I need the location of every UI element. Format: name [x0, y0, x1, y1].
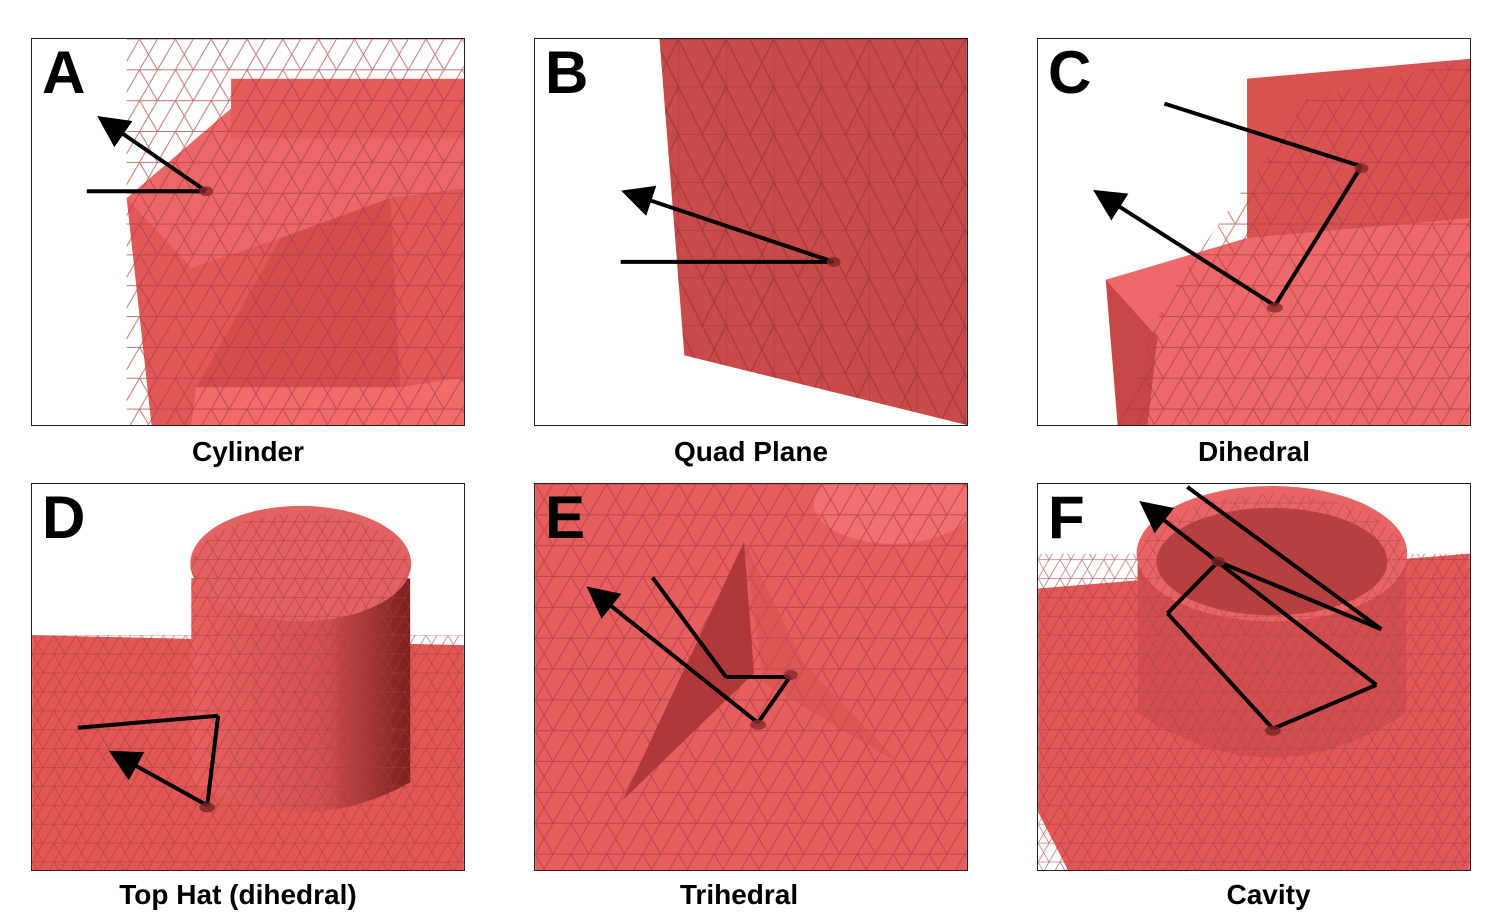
panel-a: A	[31, 38, 465, 426]
panel-c-illustration	[1093, 58, 1470, 425]
mesh-overlay	[32, 39, 464, 425]
ray-reflected	[97, 116, 208, 193]
panel-a-illustration	[32, 39, 464, 425]
ray-reflected	[1093, 189, 1276, 308]
panel-c: C	[1037, 38, 1471, 426]
ray-bounce	[1273, 165, 1364, 307]
panel-f: F	[1037, 483, 1471, 871]
ray-incident	[1163, 101, 1363, 169]
panel-letter: F	[1048, 484, 1085, 551]
hit-point-2	[1264, 725, 1281, 736]
trihedral-fin	[622, 541, 754, 801]
ray-incident	[650, 576, 728, 679]
panel-letter: E	[545, 484, 586, 551]
caption-cavity: Cavity	[1226, 879, 1311, 910]
hit-point-1	[783, 670, 798, 680]
caption-trihedral: Trihedral	[679, 879, 799, 910]
ray-bounce-1	[1217, 559, 1383, 632]
panel-e: E	[534, 483, 968, 871]
caption-cylinder: Cylinder	[191, 436, 305, 467]
ray-incident	[1186, 485, 1383, 631]
panel-f-illustration	[1038, 485, 1470, 870]
hit-point-1	[1211, 556, 1226, 567]
ray-bounce-2	[756, 675, 792, 724]
ray-reflected	[1139, 501, 1378, 687]
caption-dihedral: Dihedral	[1197, 436, 1311, 467]
panel-letter: C	[1048, 39, 1092, 106]
trihedral-fin-shadow	[744, 541, 902, 765]
ray-bounce-4	[1272, 683, 1378, 731]
cylinder-mesh	[191, 513, 411, 813]
hit-point-2	[1266, 302, 1283, 313]
ray-reflected	[621, 185, 835, 264]
hit-point-1	[1354, 163, 1369, 174]
caption-quad-plane: Quad Plane	[673, 436, 829, 467]
hit-point-2	[750, 719, 766, 730]
hit-point	[826, 256, 841, 267]
panel-d-illustration	[32, 505, 464, 870]
cavity-mesh	[1137, 494, 1407, 758]
panel-e-illustration	[535, 484, 967, 870]
ray-reflected	[586, 586, 760, 725]
ray-bounce-3	[1165, 611, 1275, 731]
ray-incident	[77, 713, 219, 730]
panel-b-illustration	[620, 39, 967, 425]
hit-point	[199, 186, 214, 197]
ray-reflected	[108, 750, 209, 808]
panel-letter: B	[545, 39, 589, 106]
ray-bounce	[205, 715, 221, 806]
panel-d: D	[31, 483, 465, 871]
quad-plane-mesh	[659, 39, 967, 425]
ray-bounce-2	[1166, 560, 1220, 615]
caption-top-hat: Top Hat (dihedral)	[119, 879, 357, 910]
panel-letter: A	[42, 39, 86, 106]
hit-point	[199, 802, 216, 813]
panel-b: B	[534, 38, 968, 426]
panel-letter: D	[42, 484, 86, 551]
